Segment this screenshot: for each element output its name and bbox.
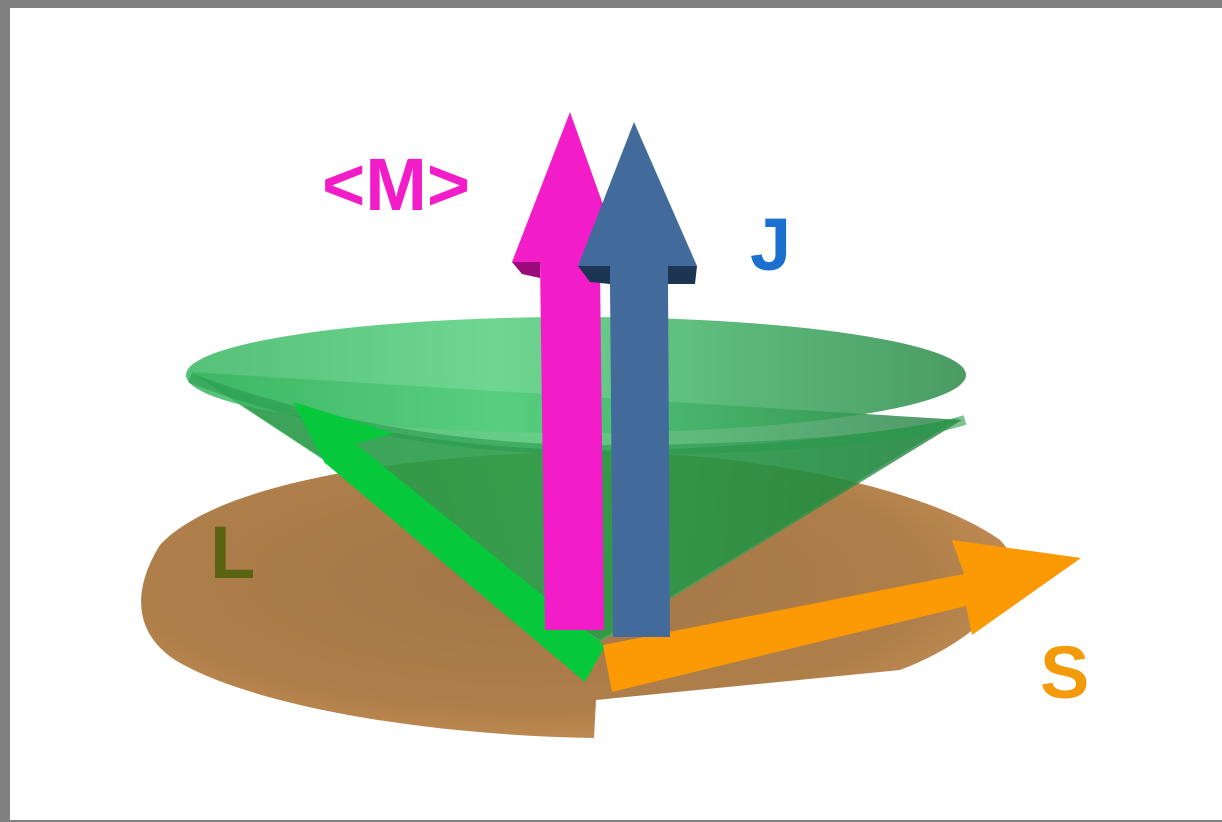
moment-label: <M>	[322, 143, 470, 226]
spin-label: S	[1040, 631, 1089, 714]
orbital-label: L	[210, 511, 255, 594]
total-momentum-label: J	[750, 203, 791, 286]
